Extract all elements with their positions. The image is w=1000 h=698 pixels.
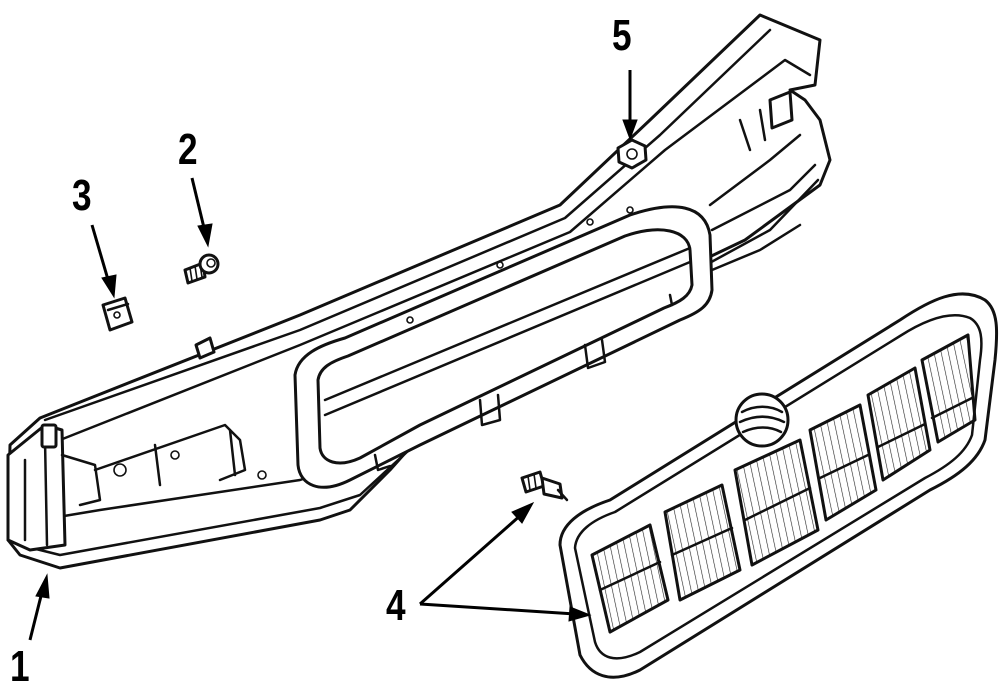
callout-2: 2: [178, 125, 198, 174]
callout-1: 1: [10, 642, 30, 691]
grille-retainer-part: [520, 470, 569, 502]
leader-arrows: [28, 70, 638, 641]
nut-part: [616, 138, 648, 170]
callout-4: 4: [386, 581, 406, 630]
clip-nut-part: [101, 296, 134, 332]
callout-3: 3: [72, 171, 92, 220]
bolt-part: [183, 253, 220, 285]
callout-5: 5: [612, 11, 632, 60]
grille-part: [558, 292, 999, 679]
